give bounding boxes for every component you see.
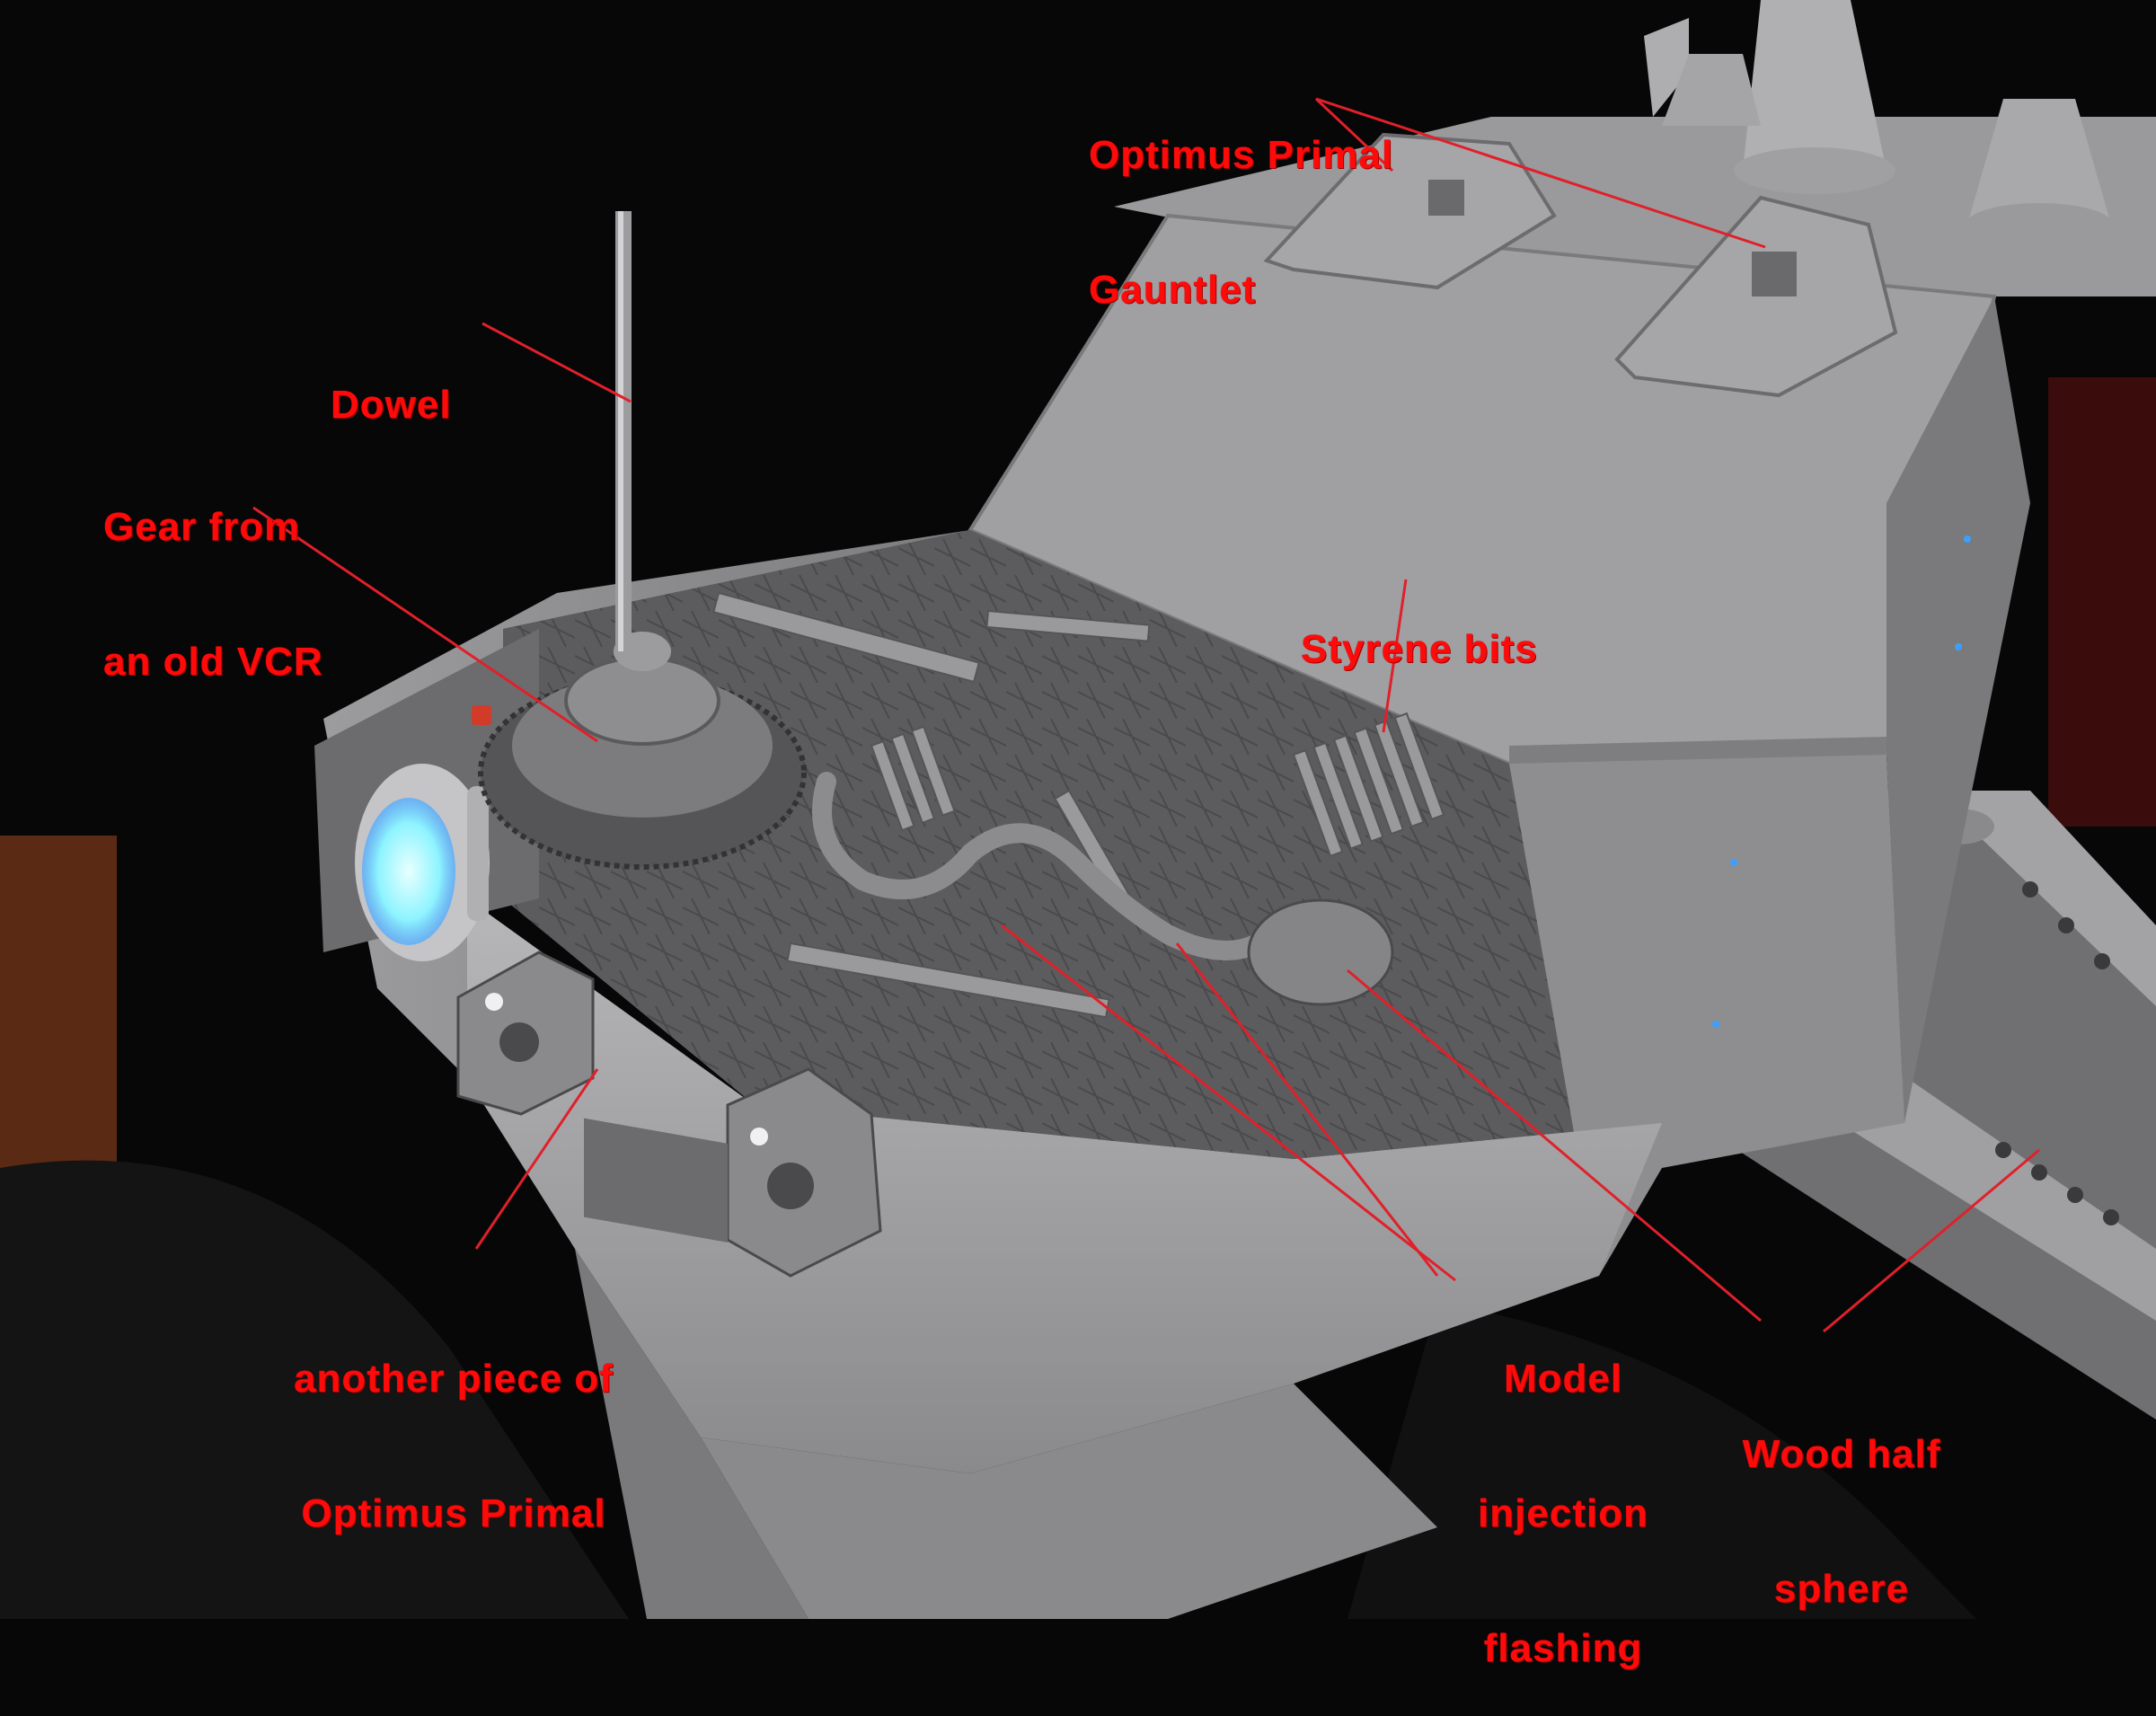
- label-another-piece-of-optimus-primal: another piece of Optimus Primal: [294, 1357, 614, 1535]
- gauntlet-parts: [1263, 132, 1898, 398]
- leader-lines: [252, 97, 2040, 1333]
- label-model-injection-flashing: Model injection flashing: [1478, 1357, 1648, 1670]
- spaceship-model-photo: [0, 0, 2156, 1619]
- engine-light: [355, 764, 490, 961]
- label-styrene-bits: Styrene bits: [1301, 627, 1538, 671]
- optimus-primal-piece: [456, 951, 882, 1278]
- label-gear-from-old-vcr: Gear from an old VCR: [103, 505, 323, 684]
- injection-flashing: [812, 772, 1268, 960]
- label-wood-half-sphere: Wood half sphere: [1742, 1432, 1941, 1611]
- label-optimus-primal-gauntlet: Optimus Primal Gauntlet: [1089, 133, 1394, 312]
- label-dowel: Dowel: [331, 383, 452, 427]
- vcr-gear: [478, 632, 807, 870]
